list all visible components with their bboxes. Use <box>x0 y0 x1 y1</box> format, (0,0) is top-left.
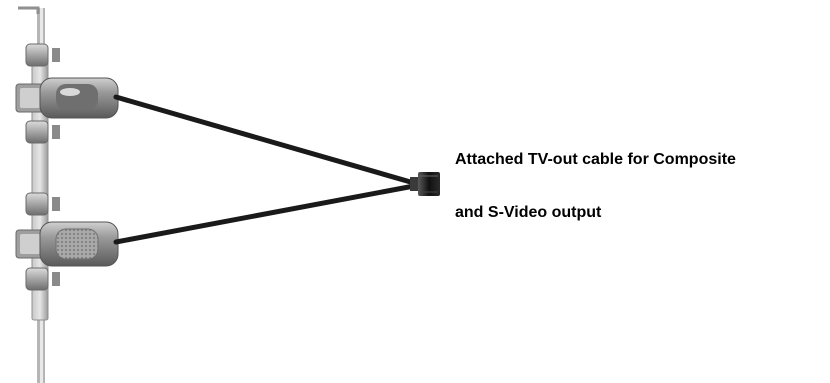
caption-line-1: Attached TV-out cable for Composite <box>455 151 736 168</box>
screw-icon <box>25 192 60 216</box>
s-video-connector <box>15 192 119 291</box>
screw-icon <box>25 120 60 144</box>
caption-line-2: and S-Video output <box>455 204 602 221</box>
output-plug <box>410 172 440 196</box>
composite-connector <box>15 43 119 144</box>
cable <box>113 94 417 245</box>
screw-icon <box>25 267 60 291</box>
screw-icon <box>25 43 60 67</box>
